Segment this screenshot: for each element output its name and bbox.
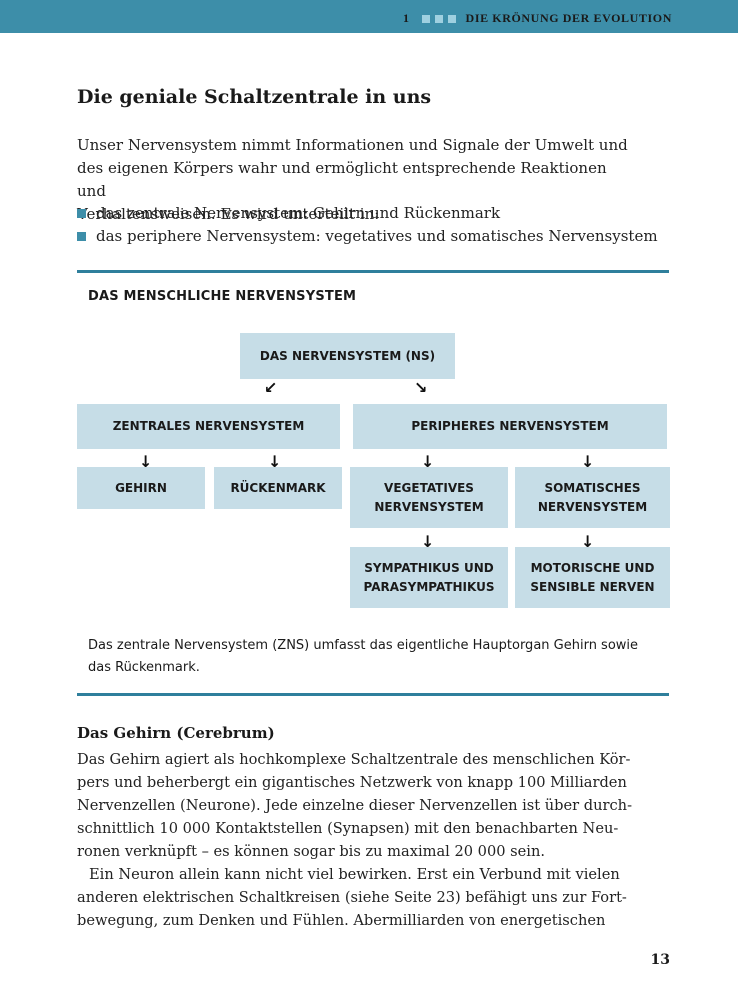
body-line: Ein Neuron allein kann nicht viel bewirk… [89,866,620,883]
list-item: das periphere Nervensystem: vegetatives … [77,225,658,248]
running-header: 1 DIE KRÖNUNG DER EVOLUTION [403,11,672,26]
arrow-down-icon: ↓ [421,452,435,471]
arrow-down-icon: ↓ [581,532,595,551]
node-somatisches-nervensystem: SOMATISCHES NERVENSYSTEM [515,467,670,528]
intro-paragraph: Unser Nervensystem nimmt Informationen u… [77,134,637,226]
node-nervensystem: DAS NERVENSYSTEM (NS) [240,333,455,379]
arrow-down-icon: ↓ [139,452,153,471]
node-zentrales-nervensystem: ZENTRALES NERVENSYSTEM [77,404,340,449]
caption-line: das Rückenmark. [88,660,200,675]
diagram-title: DAS MENSCHLICHE NERVENSYSTEM [88,289,357,304]
arrow-down-icon: ↓ [581,452,595,471]
square-bullet-icon [77,209,86,218]
body-line: Das Gehirn agiert als hochkomplexe Schal… [77,751,631,768]
section-title: Die geniale Schaltzentrale in uns [77,86,432,108]
square-bullet-icon [421,14,430,23]
list-item-text: das zentrale Nervensystem: Gehirn und Rü… [96,204,501,222]
node-peripheres-nervensystem: PERIPHERES NERVENSYSTEM [353,404,667,449]
box-top-rule [77,270,669,273]
arrow-down-icon: ↓ [268,452,282,471]
body-line: bewegung, zum Denken und Fühlen. Abermil… [77,912,606,929]
body-line: ronen verknüpft – es können sogar bis zu… [77,843,545,860]
bullet-list: das zentrale Nervensystem: Gehirn und Rü… [77,202,658,248]
node-rueckenmark: RÜCKENMARK [214,467,342,509]
list-item-text: das periphere Nervensystem: vegetatives … [96,227,658,245]
arrow-down-left-icon: ↙ [264,378,278,397]
diagram-caption: Das zentrale Nervensystem (ZNS) umfasst … [88,635,658,679]
intro-line: Verhaltensweisen. Es wird unterteilt in: [77,205,380,223]
caption-line: Das zentrale Nervensystem (ZNS) umfasst … [88,638,639,653]
node-gehirn: GEHIRN [77,467,205,509]
body-line: Nervenzellen (Neurone). Jede einzelne di… [77,797,632,814]
node-sympathikus: SYMPATHIKUS UND PARASYMPATHIKUS [350,547,508,608]
body-line: anderen elektrischen Schaltkreisen (sieh… [77,889,627,906]
list-item: das zentrale Nervensystem: Gehirn und Rü… [77,202,658,225]
node-motorische-nerven: MOTORISCHE UND SENSIBLE NERVEN [515,547,670,608]
chapter-number: 1 [402,11,410,25]
node-vegetatives-nervensystem: VEGETATIVES NERVENSYSTEM [350,467,508,528]
square-bullet-icon [434,14,443,23]
intro-line: Unser Nervensystem nimmt Informationen u… [77,136,628,154]
body-paragraph: Das Gehirn agiert als hochkomplexe Schal… [77,748,632,932]
arrow-down-right-icon: ↘ [414,378,428,397]
page-number: 13 [650,952,670,968]
box-bottom-rule [77,693,669,696]
body-line: pers und beherbergt ein gigantisches Net… [77,774,627,791]
body-line: schnittlich 10 000 Kontaktstellen (Synap… [77,820,619,837]
running-header-bar [0,0,738,33]
chapter-title: DIE KRÖNUNG DER EVOLUTION [465,11,672,25]
square-bullet-icon [447,14,456,23]
square-bullet-icon [77,232,86,241]
subsection-title: Das Gehirn (Cerebrum) [77,724,275,742]
intro-line: des eigenen Körpers wahr und ermöglicht … [77,159,607,200]
arrow-down-icon: ↓ [421,532,435,551]
